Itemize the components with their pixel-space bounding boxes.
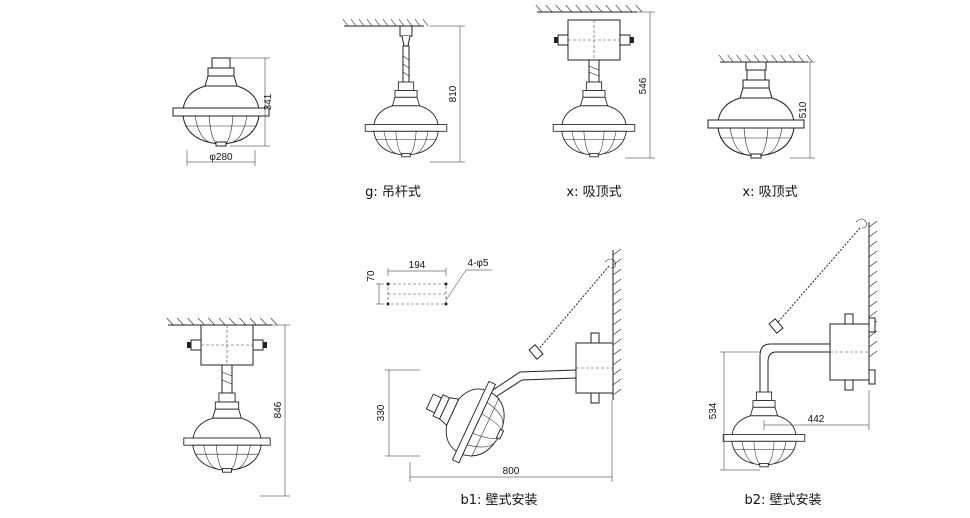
dim-g-height: 810 <box>448 85 459 102</box>
caption-x1: x: 吸顶式 <box>566 185 621 200</box>
caption-b2: b2: 壁式安装 <box>744 493 821 508</box>
lamp-x1 <box>535 4 655 159</box>
dim-b1-holes: 4-φ5 <box>468 258 489 269</box>
dim-b1-height: 330 <box>376 404 387 421</box>
dim-b2-length: 442 <box>808 414 825 425</box>
caption-x2: x: 吸顶式 <box>742 185 797 200</box>
mount-holes-detail <box>376 268 492 306</box>
dim-b2-height: 534 <box>708 402 719 419</box>
dim-b1-length: 800 <box>503 466 520 477</box>
lamp-x2 <box>707 54 815 159</box>
dim-b1-hole-spacing: 194 <box>409 260 426 271</box>
dim-x1-height: 546 <box>638 77 649 94</box>
dim-x2-height: 510 <box>798 101 809 118</box>
lamp-base <box>172 57 270 166</box>
dim-base-diameter: φ280 <box>209 152 233 163</box>
lamp-bracket <box>166 317 290 497</box>
lamp-g <box>342 18 465 163</box>
dim-base-height: 341 <box>263 93 274 110</box>
dim-b1-hole-height: 70 <box>366 270 377 282</box>
dim-bracket-height: 846 <box>273 401 284 418</box>
lamp-b2 <box>720 218 878 471</box>
caption-b1: b1: 壁式安装 <box>460 493 537 508</box>
lamp-b1 <box>385 248 622 482</box>
caption-g: g: 吊杆式 <box>365 185 421 200</box>
